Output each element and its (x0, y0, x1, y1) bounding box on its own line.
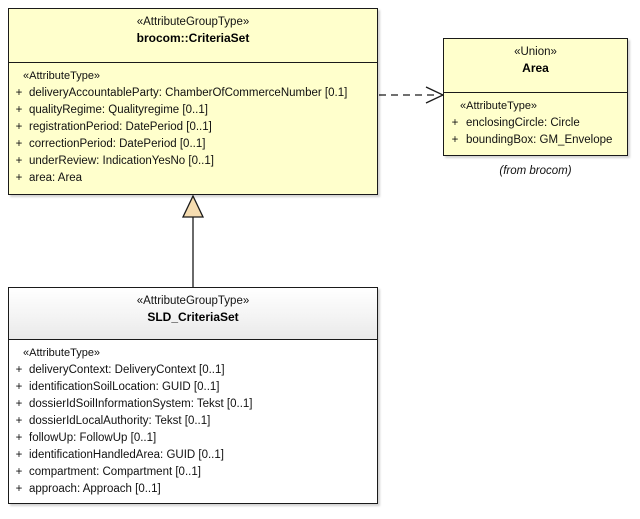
attribute-label: identificationSoilLocation: GUID [0..1] (29, 381, 220, 393)
visibility-marker: + (15, 381, 23, 393)
class-body-criteriaset: «AttributeType» + deliveryAccountablePar… (9, 63, 377, 193)
attribute-label: followUp: FollowUp [0..1] (29, 432, 157, 444)
class-stereotype: «Union» (514, 46, 557, 58)
attribute-row[interactable]: + underReview: IndicationYesNo [0..1] (9, 153, 377, 170)
attribute-row[interactable]: + compartment: Compartment [0..1] (9, 464, 377, 481)
attribute-row[interactable]: + dossierIdSoilInformationSystem: Tekst … (9, 396, 377, 413)
attribute-label: deliveryContext: DeliveryContext [0..1] (29, 364, 225, 376)
visibility-marker: + (15, 121, 23, 133)
attribute-row[interactable]: + approach: Approach [0..1] (9, 481, 377, 498)
attribute-label: identificationHandledArea: GUID [0..1] (29, 449, 224, 461)
attribute-label: boundingBox: GM_Envelope (466, 134, 613, 146)
class-name: brocom::CriteriaSet (136, 31, 250, 45)
attribute-row[interactable]: + deliveryAccountableParty: ChamberOfCom… (9, 85, 377, 102)
class-header-area: «Union» Area (444, 39, 627, 93)
attribute-row[interactable]: + followUp: FollowUp [0..1] (9, 430, 377, 447)
attribute-label: registrationPeriod: DatePeriod [0..1] (29, 121, 212, 133)
from-package-note: (from brocom) (499, 165, 572, 177)
attribute-row[interactable]: + correctionPeriod: DatePeriod [0..1] (9, 136, 377, 153)
generalization-connector[interactable] (181, 194, 205, 287)
generalization-arrowhead (181, 194, 205, 218)
attribute-label: dossierIdSoilInformationSystem: Tekst [0… (29, 398, 253, 410)
visibility-marker: + (15, 432, 23, 444)
visibility-marker: + (15, 172, 23, 184)
attribute-row[interactable]: + registrationPeriod: DatePeriod [0..1] (9, 119, 377, 136)
attribute-label: enclosingCircle: Circle (466, 117, 580, 129)
attribute-group-stereotype: «AttributeType» (23, 347, 101, 359)
attribute-row[interactable]: + enclosingCircle: Circle (444, 115, 627, 132)
attribute-label: deliveryAccountableParty: ChamberOfComme… (29, 87, 348, 99)
class-name: Area (522, 61, 549, 75)
visibility-marker: + (15, 449, 23, 461)
visibility-marker: + (451, 117, 459, 129)
class-stereotype: «AttributeGroupType» (136, 295, 250, 307)
class-box-criteriaset[interactable]: «AttributeGroupType» brocom::CriteriaSet… (8, 8, 378, 195)
attribute-label: underReview: IndicationYesNo [0..1] (29, 155, 214, 167)
dependency-arrowhead (425, 86, 445, 104)
class-body-sld-criteriaset: «AttributeType» + deliveryContext: Deliv… (9, 340, 377, 503)
visibility-marker: + (451, 134, 459, 146)
visibility-marker: + (15, 104, 23, 116)
attribute-label: approach: Approach [0..1] (29, 483, 161, 495)
visibility-marker: + (15, 398, 23, 410)
attribute-label: compartment: Compartment [0..1] (29, 466, 201, 478)
class-header-sld-criteriaset: «AttributeGroupType» SLD_CriteriaSet (9, 288, 377, 340)
class-name: SLD_CriteriaSet (147, 310, 239, 324)
visibility-marker: + (15, 87, 23, 99)
class-body-area: «AttributeType» + enclosingCircle: Circl… (444, 93, 627, 155)
visibility-marker: + (15, 364, 23, 376)
visibility-marker: + (15, 466, 23, 478)
visibility-marker: + (15, 415, 23, 427)
attribute-label: dossierIdLocalAuthority: Tekst [0..1] (29, 415, 211, 427)
class-box-sld-criteriaset[interactable]: «AttributeGroupType» SLD_CriteriaSet «At… (8, 287, 378, 504)
attribute-group-stereotype: «AttributeType» (23, 70, 101, 82)
visibility-marker: + (15, 483, 23, 495)
attribute-row[interactable]: + identificationHandledArea: GUID [0..1] (9, 447, 377, 464)
class-stereotype: «AttributeGroupType» (136, 16, 250, 28)
attribute-row[interactable]: + qualityRegime: Qualityregime [0..1] (9, 102, 377, 119)
attribute-label: correctionPeriod: DatePeriod [0..1] (29, 138, 206, 150)
visibility-marker: + (15, 138, 23, 150)
class-box-area[interactable]: «Union» Area «AttributeType» + enclosing… (443, 38, 628, 156)
visibility-marker: + (15, 155, 23, 167)
attribute-label: qualityRegime: Qualityregime [0..1] (29, 104, 208, 116)
attribute-label: area: Area (29, 172, 83, 184)
attribute-row[interactable]: + deliveryContext: DeliveryContext [0..1… (9, 362, 377, 379)
dependency-connector[interactable] (379, 86, 445, 104)
attribute-row[interactable]: + identificationSoilLocation: GUID [0..1… (9, 379, 377, 396)
attribute-row[interactable]: + boundingBox: GM_Envelope (444, 132, 627, 149)
class-header-criteriaset: «AttributeGroupType» brocom::CriteriaSet (9, 9, 377, 63)
attribute-row[interactable]: + dossierIdLocalAuthority: Tekst [0..1] (9, 413, 377, 430)
attribute-row[interactable]: + area: Area (9, 170, 377, 187)
attribute-group-stereotype: «AttributeType» (460, 100, 538, 112)
